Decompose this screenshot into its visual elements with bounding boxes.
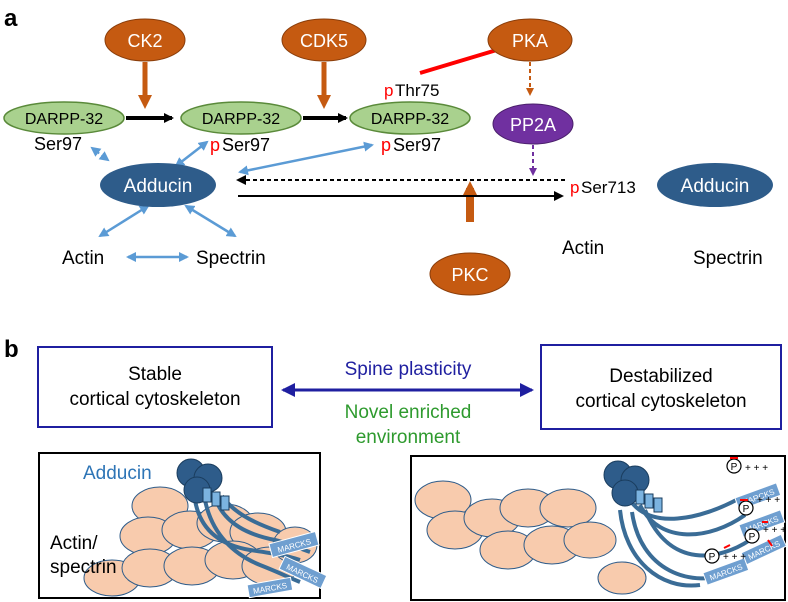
phospho-p-2: p	[381, 135, 391, 155]
spectrin-label-2: Spectrin	[693, 248, 763, 269]
adducin-actin-link	[98, 204, 150, 238]
ser97-label-2: Ser97	[222, 135, 270, 155]
phospho-circle	[744, 528, 760, 544]
adducin-spectrin-link	[184, 204, 237, 238]
destabilized-cytoskeleton-illustration: MARCKS P + + + MARCKS P + + + MARCKS P +…	[410, 455, 788, 601]
pp2a-label: PP2A	[510, 115, 556, 135]
ser97-adducin-link	[90, 146, 110, 162]
marcks-tag-left-1: MARCKS	[268, 530, 320, 559]
plus-charges: + + +	[757, 495, 780, 506]
darpp32-label-2: DARPP-32	[202, 111, 280, 128]
phospho-p-label: P	[743, 504, 750, 515]
thr75-label: Thr75	[395, 81, 439, 100]
pka-label: PKA	[512, 31, 548, 51]
spectrin-label-1: Spectrin	[196, 248, 266, 269]
novel-line2: environment	[356, 427, 461, 448]
plus-charges: + + +	[723, 552, 746, 563]
stable-line1: Stable	[128, 364, 182, 385]
phospho-p-label: P	[709, 552, 716, 563]
adducin-cluster-left	[176, 458, 230, 511]
stable-cytoskeleton-illustration: MARCKS MARCKS MARCKS Adducin Actin/ spec…	[38, 452, 328, 599]
ck2-node	[104, 18, 186, 62]
panel-a-label: a	[4, 5, 18, 32]
phospho-p-label: P	[749, 532, 756, 543]
plus-charges: + + +	[745, 463, 768, 474]
spine-plasticity-label: Spine plasticity	[345, 359, 472, 380]
cdk5-node	[281, 18, 367, 62]
adducin-label-1: Adducin	[124, 176, 193, 197]
darpp32-node-3	[349, 101, 471, 135]
phospho-p-1: p	[210, 135, 220, 155]
spectrin-text-left: spectrin	[50, 557, 117, 578]
phospho-p-thr75: p	[384, 81, 393, 100]
pkc-label: PKC	[451, 265, 488, 285]
adducin-label-2: Adducin	[681, 176, 750, 197]
ser97-label-1: Ser97	[34, 134, 82, 154]
destabilized-box	[540, 344, 782, 430]
phospho-circle	[704, 548, 720, 564]
darpp32-node-2	[180, 101, 302, 135]
actin-blob	[539, 488, 597, 528]
marcks-tag-left-3: MARCKS	[246, 576, 294, 599]
destabilized-line2: cortical cytoskeleton	[575, 391, 746, 412]
adducin-text-left: Adducin	[83, 463, 152, 484]
ck2-label: CK2	[127, 31, 162, 51]
pkc-node	[429, 252, 511, 296]
plus-charges: + + +	[763, 525, 786, 536]
adducin-node-2	[657, 163, 773, 207]
darpp32-label-1: DARPP-32	[25, 111, 103, 128]
adducin-node-1	[100, 163, 216, 207]
marcks-group-4: MARCKS P + + +	[702, 548, 750, 586]
adducin-cluster-right	[603, 460, 663, 513]
pka-node	[487, 18, 573, 62]
actin-blob	[597, 561, 647, 595]
destabilized-line1: Destabilized	[609, 366, 713, 387]
panel-b-label: b	[4, 336, 19, 363]
actin-label-1: Actin	[62, 248, 104, 269]
stable-line2: cortical cytoskeleton	[69, 389, 240, 410]
pser97-adducin-link-1	[174, 140, 209, 168]
stable-box	[37, 346, 273, 428]
pp2a-node	[492, 103, 574, 145]
ser713-label: Ser713	[581, 178, 636, 197]
pser97-adducin-link-2	[238, 141, 374, 176]
cdk5-label: CDK5	[300, 31, 348, 51]
phospho-p-ser713: p	[570, 178, 579, 197]
phospho-p-label: P	[731, 462, 738, 473]
actin-blob	[563, 521, 617, 559]
ser97-label-3: Ser97	[393, 135, 441, 155]
actin-label-2: Actin	[562, 238, 604, 259]
actin-text-left: Actin/	[50, 533, 98, 554]
darpp32-label-3: DARPP-32	[371, 111, 449, 128]
novel-line1: Novel enriched	[345, 402, 472, 423]
phospho-negative-marks	[723, 457, 773, 549]
darpp32-node-1	[3, 101, 125, 135]
